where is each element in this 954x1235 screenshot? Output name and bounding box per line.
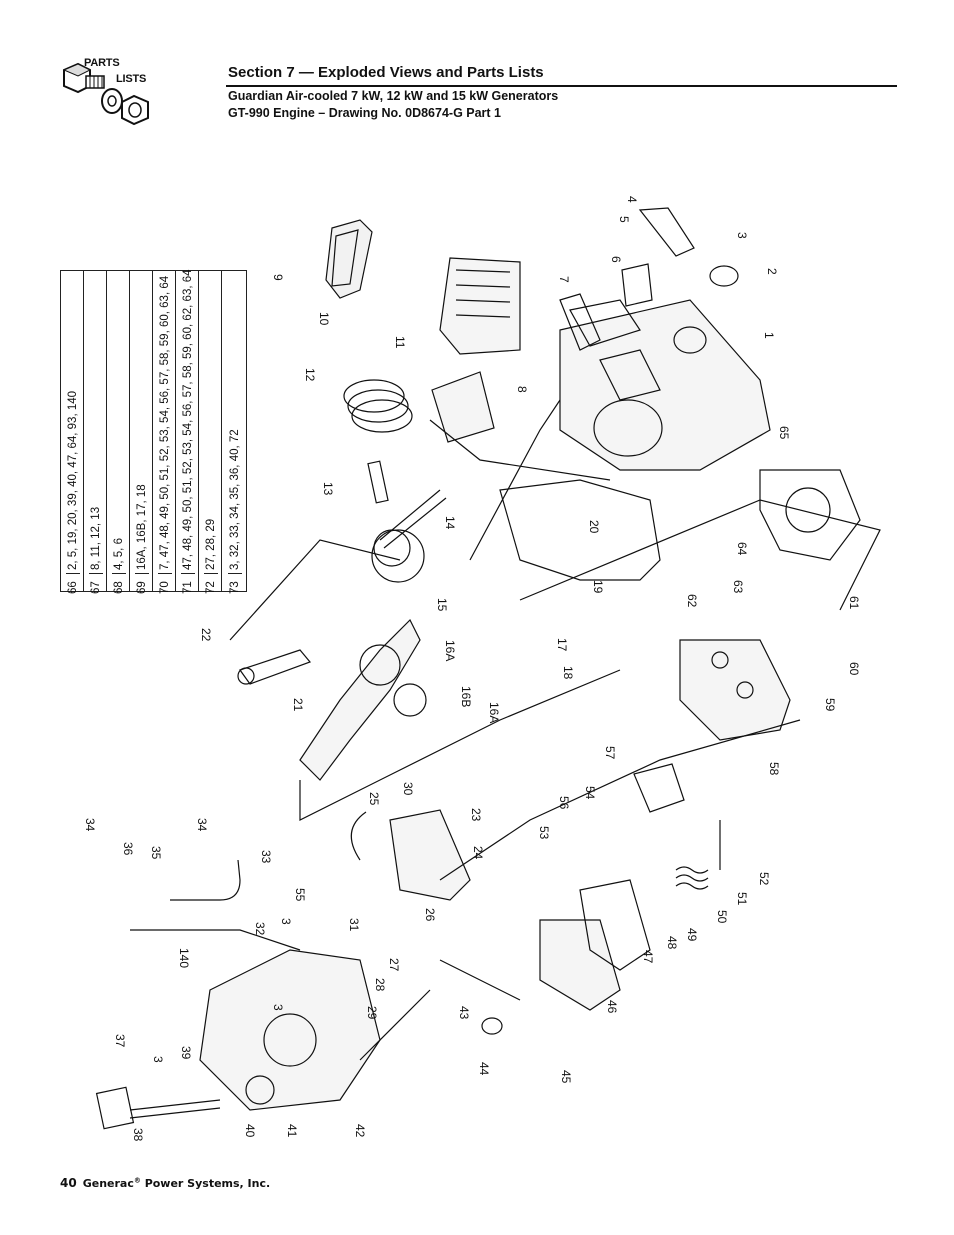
callout-label: 50 [715,910,729,924]
callout-label: 16A [487,702,501,723]
drawing-linework [95,207,881,1130]
callout-label: 41 [285,1124,299,1138]
callout-label: 19 [591,580,605,594]
callout-label: 63 [731,580,745,594]
callout-label: 36 [121,842,135,856]
callout-label: 53 [537,826,551,840]
callout-label: 65 [777,426,791,440]
kit-row: 707, 47, 48, 49, 50, 51, 52, 53, 54, 56,… [153,271,176,594]
callout-label: 62 [685,594,699,608]
company-name: Generac [82,1177,134,1190]
callout-label: 6 [609,256,623,263]
callout-label: 39 [179,1046,193,1060]
callout-label: 7 [557,276,571,283]
callout-label: 57 [603,746,617,760]
parts-lists-logo: PARTS LISTS [56,56,156,131]
callout-label: 49 [685,928,699,942]
callout-label: 17 [555,638,569,652]
callout-label: 55 [293,888,307,902]
section-title: Section 7 — Exploded Views and Parts Lis… [228,64,544,81]
callout-label: 8 [515,386,529,393]
callout-label: 35 [149,846,163,860]
callout-label: 9 [271,274,285,281]
callout-label: 16B [459,686,473,707]
callout-label: 29 [365,1006,379,1020]
header-rule [226,85,897,87]
subtitle-drawing: GT-990 Engine – Drawing No. 0D8674-G Par… [228,106,502,120]
callout-label: 4 [625,196,639,203]
callout-label: 26 [423,908,437,922]
callout-label: 64 [735,542,749,556]
callout-label: 38 [131,1128,145,1142]
registered-mark: ® [133,1176,141,1185]
subtitle-generators: Guardian Air-cooled 7 kW, 12 kW and 15 k… [228,89,559,103]
callout-label: 18 [561,666,575,680]
logo-parts-label: PARTS [84,57,120,69]
callout-label: 20 [587,520,601,534]
callout-label: 31 [347,918,361,932]
callout-label: 3 [271,1004,285,1011]
callout-label: 33 [259,850,273,864]
callout-label: 14 [443,516,457,530]
kit-row: 7147, 48, 49, 50, 51, 52, 53, 54, 56, 57… [176,269,199,594]
callout-label: 23 [469,808,483,822]
page-number: 40 [60,1176,77,1190]
callout-label: 3 [279,918,293,925]
callout-label: 11 [393,336,407,349]
callout-label: 61 [847,596,861,610]
callout-label: 60 [847,662,861,676]
callout-label: 28 [373,978,387,992]
callout-label: 46 [605,1000,619,1014]
callout-label: 43 [457,1006,471,1020]
callout-label: 54 [583,786,597,800]
callout-label: 21 [291,698,305,712]
callout-label: 45 [559,1070,573,1084]
kit-table: 662, 5, 19, 20, 39, 40, 47, 64, 93, 140 … [60,269,247,594]
kit-row: 684, 5, 6 [107,271,130,594]
callout-label: 48 [665,936,679,950]
callout-label: 34 [195,818,209,832]
callout-label: 44 [477,1062,491,1076]
page-footer: 40 Generac® Power Systems, Inc. [60,1176,270,1190]
callout-label: 40 [243,1124,257,1138]
callout-label: 58 [767,762,781,776]
callout-label: 15 [435,598,449,612]
callout-label: 25 [367,792,381,806]
callout-labels: 1 2 3 4 5 6 7 8 9 10 11 12 13 14 15 16A … [83,196,861,1142]
callout-label: 42 [353,1124,367,1138]
callout-label: 16A [443,640,457,661]
kit-row: 6916A, 16B, 17, 18 [130,271,153,594]
callout-label: 13 [321,482,335,496]
callout-label: 3 [151,1056,165,1063]
callout-label: 52 [757,872,771,886]
callout-label: 24 [471,846,485,860]
callout-label: 140 [177,948,191,968]
callout-label: 10 [317,312,331,326]
callout-label: 5 [617,216,631,223]
callout-label: 27 [387,958,401,972]
callout-label: 22 [199,628,213,642]
callout-label: 30 [401,782,415,796]
kit-row: 7227, 28, 29 [199,271,222,594]
kit-row: 662, 5, 19, 20, 39, 40, 47, 64, 93, 140 [61,271,84,594]
callout-label: 2 [765,268,779,275]
callout-label: 1 [762,332,776,339]
callout-label: 3 [735,232,749,239]
callout-label: 34 [83,818,97,832]
callout-label: 51 [735,892,749,906]
callout-label: 12 [303,368,317,382]
bolt-nut-washer-icon [62,62,149,126]
callout-label: 37 [113,1034,127,1048]
callout-label: 56 [557,796,571,810]
callout-label: 59 [823,698,837,712]
callout-label: 47 [641,950,655,964]
kit-row: 678, 11, 12, 13 [84,271,107,594]
callout-label: 32 [253,922,267,936]
company-suffix: Power Systems, Inc. [140,1177,271,1190]
logo-lists-label: LISTS [116,73,147,85]
